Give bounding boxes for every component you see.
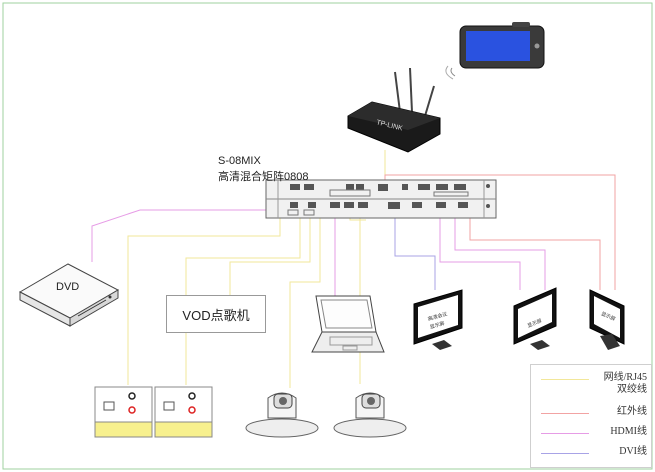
hdmi-line-monitor2 bbox=[454, 216, 546, 290]
ptz-camera-1 bbox=[245, 392, 319, 438]
hdmi-line-monitor2b bbox=[439, 216, 521, 290]
dvi-line-monitor1 bbox=[394, 216, 436, 290]
infrared-line-1 bbox=[384, 174, 616, 290]
matrix-device bbox=[265, 179, 497, 219]
svg-text:显示屏: 显示屏 bbox=[600, 311, 616, 323]
network-line-vod bbox=[229, 216, 311, 295]
legend-item-dvi: DVI线 bbox=[531, 445, 653, 463]
legend-swatch-network bbox=[541, 379, 589, 380]
router-device: TP-LINK bbox=[347, 67, 441, 153]
laptop-device bbox=[311, 295, 385, 353]
network-line-panel1 bbox=[127, 216, 281, 385]
legend-swatch-infrared bbox=[541, 413, 589, 414]
infrared-line-2 bbox=[469, 216, 601, 290]
legend-label-dvi: DVI线 bbox=[619, 446, 647, 457]
legend-label-hdmi: HDMI线 bbox=[610, 426, 647, 437]
wall-panel-1 bbox=[94, 386, 153, 438]
monitor-1: 高清会议 显示屏 bbox=[413, 289, 463, 350]
dvd-player bbox=[18, 263, 120, 327]
hdmi-line-dvd bbox=[91, 209, 270, 262]
wall-panel-2 bbox=[154, 386, 213, 438]
legend-swatch-hdmi bbox=[541, 433, 589, 434]
connection-lines bbox=[91, 150, 616, 388]
legend-item-network: 网线/RJ45 双绞线 bbox=[531, 371, 653, 397]
svg-text:显示屏: 显示屏 bbox=[527, 318, 543, 329]
legend-swatch-dvi bbox=[541, 453, 589, 454]
dvd-label: DVD bbox=[56, 281, 80, 293]
vod-label: VOD点歌机 bbox=[182, 307, 250, 323]
svg-text:显示屏: 显示屏 bbox=[429, 321, 445, 331]
legend-label-network: 网线/RJ45 双绞线 bbox=[603, 372, 647, 395]
monitor-3: 显示屏 bbox=[589, 289, 625, 350]
monitor-2: 显示屏 bbox=[513, 287, 557, 350]
matrix-model-label: S-08MIX bbox=[218, 155, 261, 167]
legend-label-infrared: 红外线 bbox=[617, 406, 647, 417]
legend: 网线/RJ45 双绞线 红外线 HDMI线 DVI线 bbox=[530, 364, 652, 468]
vod-box: VOD点歌机 bbox=[166, 295, 266, 333]
tablet-device bbox=[445, 22, 545, 80]
ptz-camera-2 bbox=[333, 392, 407, 438]
matrix-name-label: 高清混合矩阵0808 bbox=[218, 171, 309, 183]
legend-item-infrared: 红外线 bbox=[531, 405, 653, 423]
network-line-camera1 bbox=[289, 216, 321, 388]
legend-item-hdmi: HDMI线 bbox=[531, 425, 653, 443]
